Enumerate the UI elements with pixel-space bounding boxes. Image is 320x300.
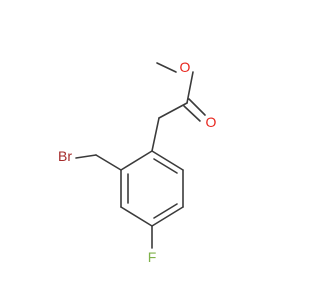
ring-inner-bond-2: [153, 203, 178, 219]
atom-label-ester-oxygen: O: [180, 59, 191, 75]
bond-carbonyl-double-2: [183, 105, 201, 122]
bond-ch2-bromine: [75, 154, 97, 159]
atom-label-carbonyl-oxygen: O: [206, 114, 217, 130]
ring-bond-c1-c2: [151, 150, 184, 171]
atom-label-fluorine: F: [148, 249, 157, 265]
bond-oxygen-carbonyl-carbon: [186, 71, 194, 104]
ring-bond-c4-c5: [120, 206, 153, 227]
bond-carbonyl-ch2: [158, 102, 188, 119]
ring-inner-bond-1: [153, 158, 178, 174]
atom-label-bromine: Br: [58, 148, 72, 164]
ring-bond-c6-c1: [120, 150, 153, 171]
ring-bond-c3-c4: [151, 206, 184, 227]
bond-methyl-oxygen: [156, 62, 177, 73]
bond-carbonyl-double-1: [188, 98, 206, 116]
bond-ch2-ring: [151, 117, 160, 152]
bond-ring-ch2br: [95, 154, 122, 171]
molecule-structure-diagram: O O Br F: [58, 59, 217, 265]
